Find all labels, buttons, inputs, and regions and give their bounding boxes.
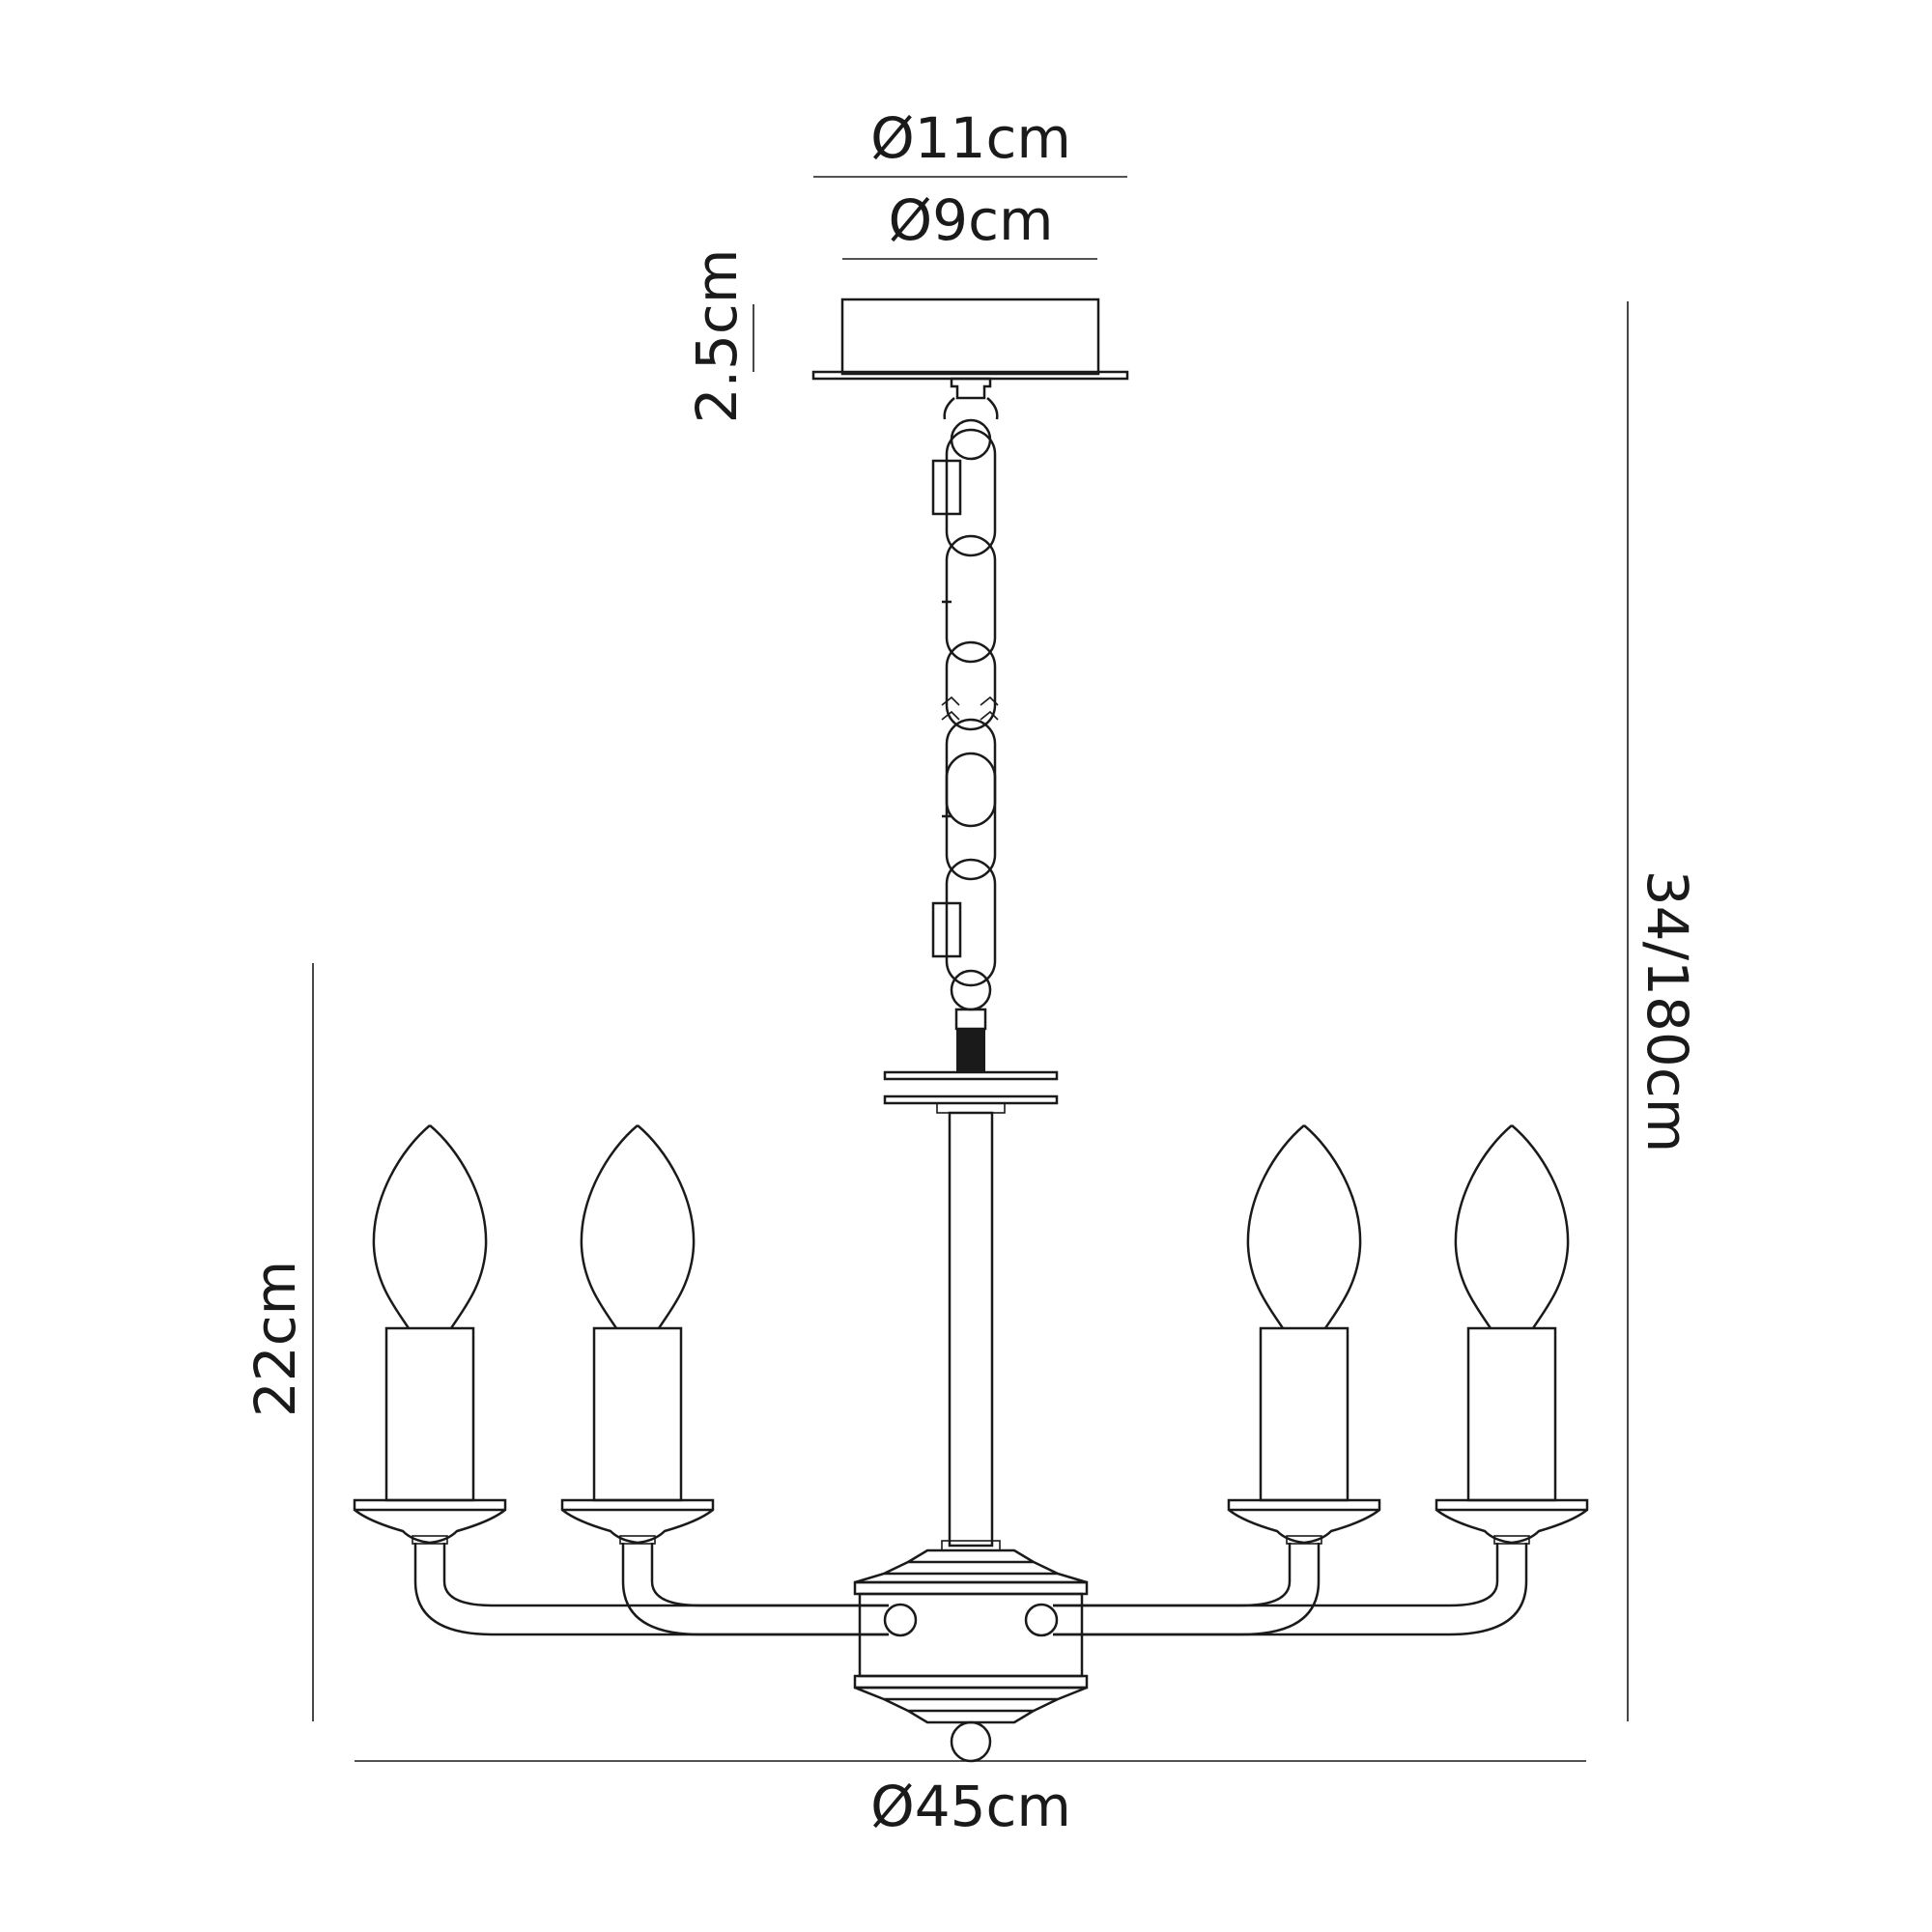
central-body — [853, 1548, 1089, 1763]
candle-sleeve — [384, 1326, 475, 1502]
candle-bulb — [372, 1124, 488, 1329]
bobeche-cup — [353, 1498, 507, 1545]
candle-sleeve — [1466, 1326, 1557, 1502]
stem-collar — [936, 1102, 1006, 1114]
chain-link-clip — [931, 901, 962, 958]
canopy-cup — [840, 298, 1100, 376]
arms — [413, 1543, 1528, 1636]
stem-assembly — [883, 1070, 1059, 1551]
right-arm-socket — [1024, 1603, 1059, 1637]
chain-link — [945, 428, 997, 557]
arm-outer-right — [1053, 1543, 1528, 1636]
chain-break-mark — [941, 696, 999, 706]
body-lower-tiers — [854, 1686, 1088, 1724]
candle-bulb — [1454, 1124, 1570, 1329]
hanger-plate-lower — [883, 1094, 1059, 1105]
dimension-lines — [312, 176, 1629, 1762]
bobeche-neck — [1493, 1535, 1530, 1545]
candle-sleeve — [1259, 1326, 1350, 1502]
outer-canopy-diameter-label: Ø11cm — [870, 105, 1071, 171]
bobeche-cup — [560, 1498, 715, 1545]
dimension-labels: Ø11cm Ø9cm 2.5cm 34/180cm 22cm Ø45cm — [242, 105, 1700, 1839]
chain-top-ring — [950, 418, 992, 461]
candle-bulb — [580, 1124, 696, 1329]
candle-sleeve — [592, 1326, 683, 1502]
arm-inner-right — [1053, 1543, 1321, 1636]
left-arm-socket — [883, 1603, 918, 1637]
chain-bottom-ring — [950, 969, 992, 1011]
bobeche-cup — [1227, 1498, 1381, 1545]
hanger-plate-upper — [883, 1070, 1059, 1081]
body-upper-tiers — [854, 1548, 1088, 1584]
candle-holder-4 — [1435, 1124, 1589, 1545]
arm-outer-left — [413, 1543, 889, 1636]
chain-break-mark — [941, 710, 999, 721]
chain-threaded-rod — [956, 1029, 985, 1072]
canopy-height-label: 2.5cm — [684, 249, 750, 424]
candle-holder-1 — [353, 1124, 507, 1545]
canopy-hook — [950, 377, 992, 400]
bobeche-neck — [412, 1535, 448, 1545]
chain-link — [945, 640, 997, 731]
candle-holder-3 — [1227, 1124, 1381, 1545]
total-drop-label: 34/180cm — [1634, 870, 1700, 1152]
chain-link-clip — [931, 459, 962, 516]
chain-link — [945, 858, 997, 987]
overall-diameter-label: Ø45cm — [870, 1774, 1071, 1839]
body-upper-band — [853, 1580, 1089, 1596]
suspension-chain — [931, 397, 999, 1072]
candle-holder-2 — [560, 1124, 715, 1545]
chain-bottom-connector — [954, 1008, 987, 1031]
bobeche-neck — [619, 1535, 656, 1545]
arm-inner-left — [621, 1543, 889, 1636]
ceiling-canopy — [811, 298, 1129, 400]
body-finial — [950, 1720, 992, 1763]
candle-holders — [353, 1124, 1589, 1545]
candle-bulb — [1246, 1124, 1362, 1329]
chain-link — [945, 534, 997, 664]
inner-canopy-diameter-label: Ø9cm — [889, 187, 1054, 253]
central-stem — [948, 1111, 994, 1548]
chain-top-connector — [943, 397, 999, 420]
body-height-label: 22cm — [242, 1261, 308, 1417]
bobeche-cup — [1435, 1498, 1589, 1545]
bobeche-neck — [1286, 1535, 1322, 1545]
chain-link — [945, 718, 997, 828]
body-lower-band — [853, 1674, 1089, 1690]
